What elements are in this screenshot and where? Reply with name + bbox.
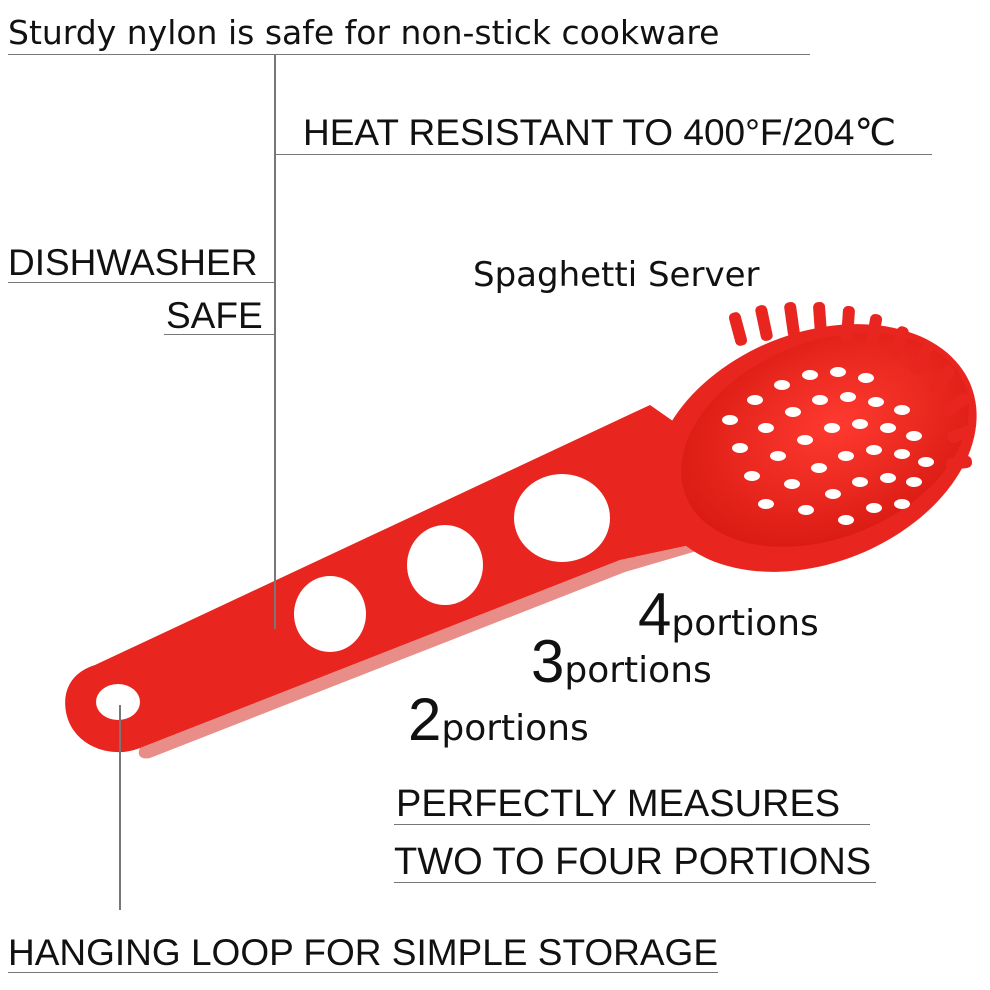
portion-number: 2 xyxy=(408,686,442,753)
underline-nylon xyxy=(8,54,810,55)
bowl-teeth xyxy=(728,301,975,471)
portion-label-2: 2portions xyxy=(408,690,589,750)
underline-safe xyxy=(164,334,274,335)
underline-measures-2 xyxy=(394,882,876,883)
leader-line-loop xyxy=(119,705,121,910)
leader-line-vertical xyxy=(274,54,276,629)
hanging-loop-hole xyxy=(96,684,140,720)
measures-callout-line1: PERFECTLY MEASURES xyxy=(396,783,841,825)
hanging-callout: HANGING LOOP FOR SIMPLE STORAGE xyxy=(8,932,719,973)
portion-holes xyxy=(294,474,610,652)
portion-label-3: 3portions xyxy=(531,632,712,692)
portion-word: portions xyxy=(671,603,819,644)
product-name: Spaghetti Server xyxy=(473,255,760,295)
bowl-holes xyxy=(722,367,934,525)
portion-number: 4 xyxy=(638,581,672,648)
heat-callout: HEAT RESISTANT TO 400°F/204℃ xyxy=(303,112,897,153)
underline-dishwasher xyxy=(8,282,274,283)
dishwasher-callout-line2: SAFE xyxy=(166,295,263,336)
portion-word: portions xyxy=(564,650,712,691)
portion-word: portions xyxy=(441,708,589,749)
underline-hanging xyxy=(8,972,718,973)
dishwasher-callout-line1: DISHWASHER xyxy=(8,242,258,283)
underline-measures-1 xyxy=(394,824,870,825)
measures-callout-line2: TWO TO FOUR PORTIONS xyxy=(394,841,872,883)
portion-label-4: 4portions xyxy=(638,585,819,645)
underline-heat xyxy=(276,154,932,155)
portion-number: 3 xyxy=(531,628,565,695)
nylon-callout: Sturdy nylon is safe for non-stick cookw… xyxy=(8,13,720,52)
